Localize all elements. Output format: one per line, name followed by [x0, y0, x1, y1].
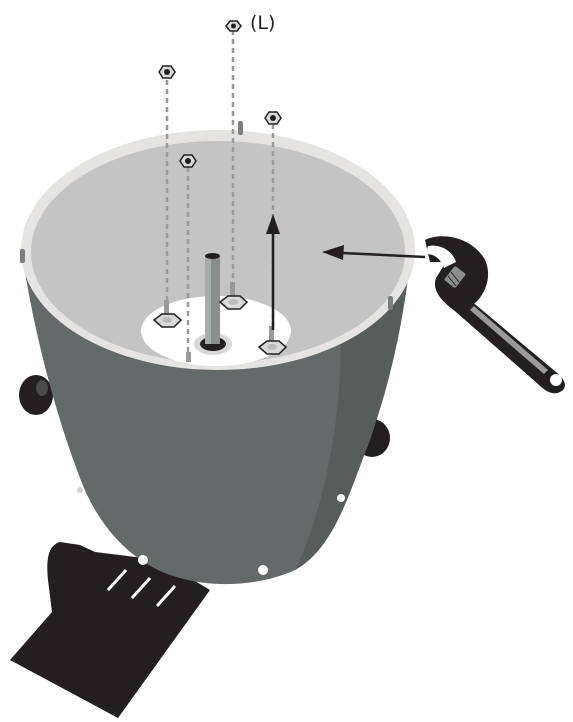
rim-pin [238, 121, 243, 135]
side-hole [77, 487, 83, 493]
rim-pin [20, 249, 25, 263]
side-hole [337, 494, 345, 502]
nut-label: (L) [250, 12, 275, 34]
stud [186, 352, 191, 362]
hex-nut-icon [226, 21, 241, 31]
center-post [205, 253, 220, 344]
bottom-hole [138, 555, 148, 565]
left-knob [19, 375, 53, 415]
wrench-icon [425, 236, 565, 393]
hex-nut-icon [180, 155, 196, 167]
hex-nut-icon [159, 66, 175, 78]
rim-pin [388, 296, 393, 310]
bottom-hole [258, 565, 268, 575]
hex-nut-icon [265, 112, 281, 124]
